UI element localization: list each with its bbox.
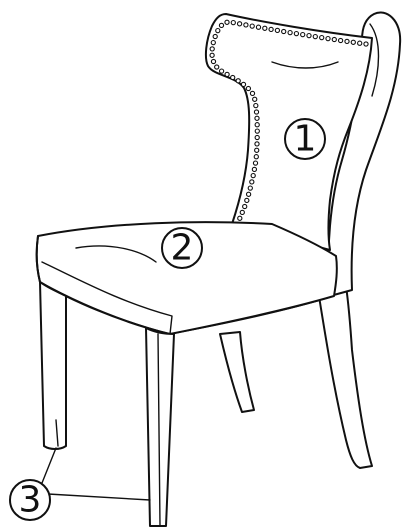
nailhead xyxy=(263,26,267,30)
nailhead xyxy=(236,79,240,83)
nailhead xyxy=(313,35,317,39)
nailhead xyxy=(244,23,248,27)
nailhead xyxy=(248,186,252,190)
nailhead xyxy=(251,174,255,178)
nailhead xyxy=(275,28,279,32)
rear-right-leg xyxy=(318,286,372,468)
nailhead xyxy=(219,23,223,27)
nailhead xyxy=(213,34,217,38)
nailhead xyxy=(245,198,249,202)
nailhead xyxy=(225,20,229,24)
nailhead xyxy=(358,41,362,45)
nailhead xyxy=(210,47,214,51)
nailhead xyxy=(250,180,254,184)
nailhead xyxy=(220,69,224,73)
callout-seat: 2 xyxy=(162,228,202,269)
nailhead xyxy=(254,110,258,114)
nailhead xyxy=(254,104,258,108)
nailhead xyxy=(364,42,368,46)
callout-legs: 3 xyxy=(10,480,50,521)
callout-seat-label: 2 xyxy=(171,228,194,269)
callout-backrest-label: 1 xyxy=(294,119,317,160)
nailhead xyxy=(241,82,245,86)
callout-legs-label: 3 xyxy=(19,480,42,521)
nailhead xyxy=(339,38,343,42)
nailhead xyxy=(252,167,256,171)
nailhead xyxy=(238,22,242,26)
nailhead xyxy=(255,129,259,133)
nailhead xyxy=(253,161,257,165)
nailhead xyxy=(240,210,244,214)
nailhead xyxy=(351,40,355,44)
nailhead xyxy=(269,27,273,31)
nailhead xyxy=(282,29,286,33)
nailhead xyxy=(294,31,298,35)
nailhead xyxy=(243,204,247,208)
nailhead xyxy=(307,34,311,38)
nailhead xyxy=(247,192,251,196)
legs-leader-lines xyxy=(40,448,150,500)
nailhead xyxy=(301,33,305,37)
front-right-leg xyxy=(146,328,174,526)
nailhead xyxy=(256,25,260,29)
nailhead xyxy=(250,91,254,95)
nailhead xyxy=(326,37,330,41)
nailhead xyxy=(255,135,259,139)
nailhead xyxy=(345,39,349,43)
nailhead xyxy=(215,65,219,69)
nailhead xyxy=(211,59,215,63)
rear-left-leg xyxy=(220,332,254,412)
callout-backrest: 1 xyxy=(285,119,325,160)
nailhead xyxy=(250,24,254,28)
nailhead xyxy=(255,142,259,146)
nailhead xyxy=(288,30,292,34)
nailhead xyxy=(225,72,229,76)
nailhead xyxy=(255,123,259,127)
nailhead xyxy=(320,36,324,40)
nailhead xyxy=(210,53,214,57)
nailhead xyxy=(216,29,220,33)
nailhead xyxy=(255,116,259,120)
front-left-leg xyxy=(40,282,66,449)
nailhead xyxy=(253,97,257,101)
nailhead xyxy=(231,21,235,25)
nailhead xyxy=(332,37,336,41)
nailhead xyxy=(211,41,215,45)
nailhead xyxy=(255,148,259,152)
nailhead xyxy=(238,216,242,220)
nailhead xyxy=(246,86,250,90)
nailhead xyxy=(254,155,258,159)
nailhead xyxy=(231,75,235,79)
